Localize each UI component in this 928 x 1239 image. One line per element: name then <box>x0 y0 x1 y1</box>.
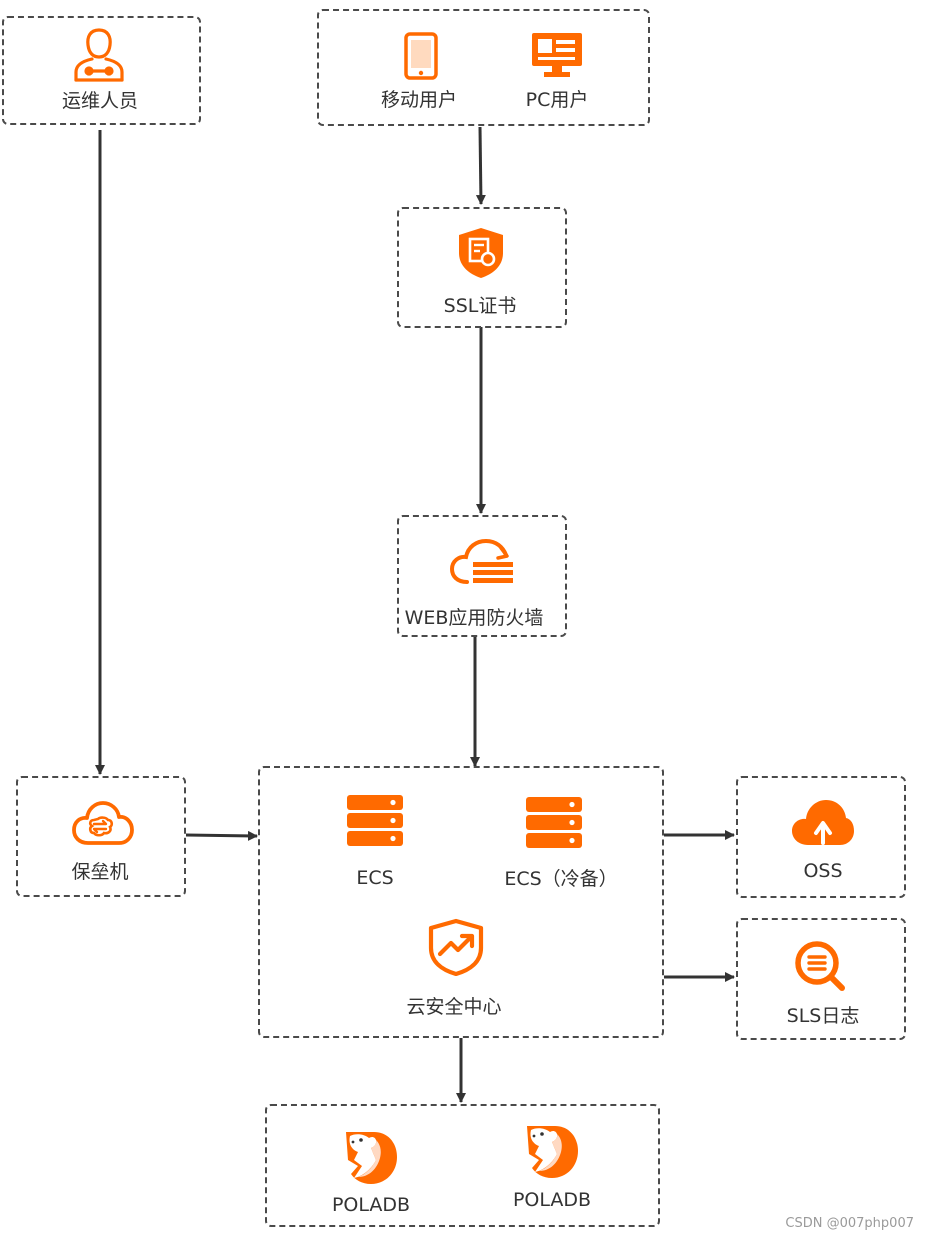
waf-label: WEB应用防火墙 <box>404 607 544 629</box>
log-search-icon <box>795 941 845 991</box>
cloud-bastion-icon <box>72 801 134 845</box>
polardb-label-1: POLADB <box>331 1194 411 1216</box>
bastion-node <box>16 776 186 897</box>
security-center-label: 云安全中心 <box>406 996 502 1018</box>
ecs-label: ECS <box>356 867 394 889</box>
cloud-firewall-icon <box>449 538 513 584</box>
server-stack-icon <box>347 795 403 846</box>
app-group <box>258 766 664 1038</box>
maintenance-person-icon <box>74 28 124 82</box>
ecs-cold-backup-label: ECS（冷备） <box>504 868 618 890</box>
bastion-label: 保垒机 <box>71 861 129 883</box>
oss-label: OSS <box>803 860 843 882</box>
cloud-upload-icon <box>792 800 854 845</box>
sls-label: SLS日志 <box>786 1005 860 1027</box>
ssl-node <box>397 207 567 328</box>
desktop-monitor-icon <box>532 33 582 77</box>
arrow-users-to-ssl <box>475 126 486 205</box>
polardb-label-2: POLADB <box>512 1189 592 1211</box>
waf-node <box>397 515 567 637</box>
certificate-shield-icon <box>459 228 503 278</box>
security-shield-icon <box>428 918 484 976</box>
oss-node <box>736 776 906 898</box>
ssl-label: SSL证书 <box>443 295 517 317</box>
mobile-phone-icon <box>404 32 438 80</box>
ops-node <box>2 16 201 125</box>
arrow-bastion-to-app <box>185 830 258 841</box>
mobile-user-label: 移动用户 <box>380 89 458 111</box>
users-group <box>317 9 650 126</box>
polardb-bear-icon <box>527 1126 578 1178</box>
sls-node <box>736 918 906 1040</box>
db-group <box>265 1104 660 1227</box>
server-stack-icon <box>526 797 582 848</box>
pc-user-label: PC用户 <box>525 89 589 111</box>
watermark: CSDN @007php007 <box>785 1216 914 1231</box>
polardb-bear-icon <box>346 1132 397 1184</box>
ops-label: 运维人员 <box>61 90 139 112</box>
